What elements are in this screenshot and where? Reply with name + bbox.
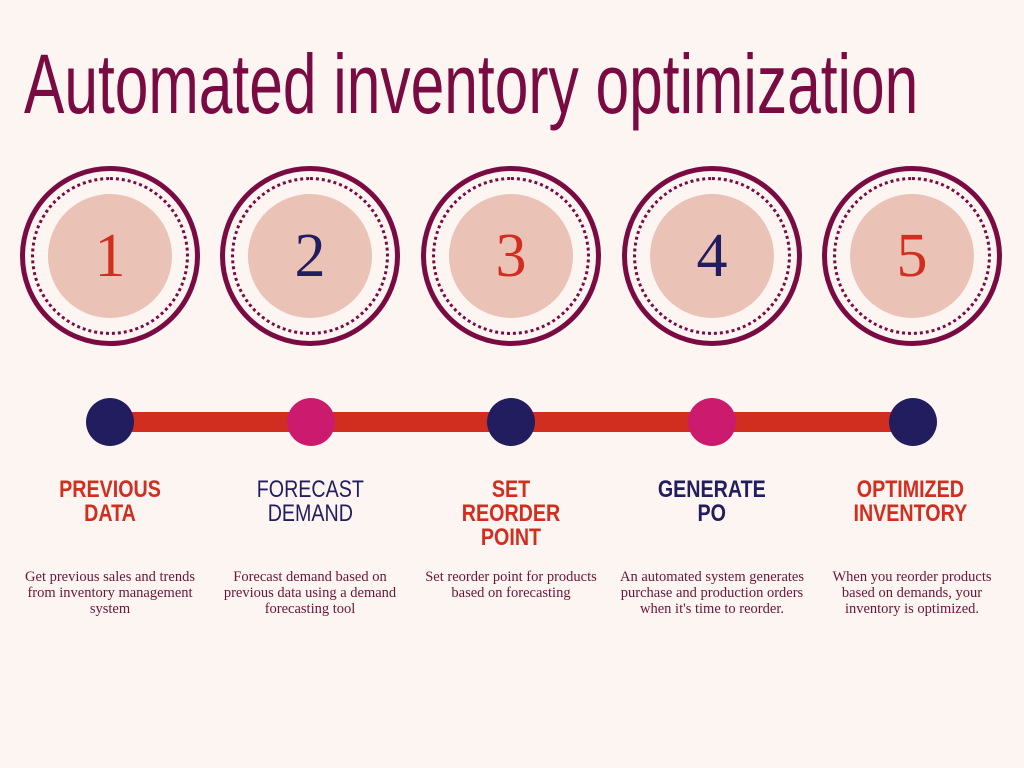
heading-text: FORECAST DEMAND (256, 476, 364, 527)
heading-text: GENERATE PO (658, 476, 766, 527)
step-number: 3 (495, 222, 527, 290)
inner-circle: 2 (248, 194, 372, 318)
step-3-heading: SET REORDER POINT (421, 478, 601, 550)
dotted-ring (231, 177, 389, 335)
step-2-description: Forecast demand based on previous data u… (223, 569, 397, 617)
step-3-badge: 3 (421, 166, 601, 346)
step-1-description: Get previous sales and trends from inven… (25, 569, 195, 617)
dotted-ring (432, 177, 590, 335)
heading-text: SET REORDER POINT (461, 476, 561, 551)
dotted-ring (31, 177, 189, 335)
step-1-badge: 1 (20, 166, 200, 346)
timeline-node-5 (889, 398, 937, 446)
step-number: 1 (94, 222, 126, 290)
step-1-heading: PREVIOUS DATA (20, 478, 200, 526)
step-2-badge: 2 (220, 166, 400, 346)
step-2-heading: FORECAST DEMAND (220, 478, 400, 526)
step-3-description: Set reorder point for products based on … (425, 569, 597, 601)
page-title: Automated inventory optimization (24, 37, 919, 131)
step-4-description: An automated system generates purchase a… (620, 569, 805, 617)
step-4-heading: GENERATE PO (622, 478, 802, 526)
inner-circle: 4 (650, 194, 774, 318)
step-number: 4 (696, 222, 728, 290)
step-4-badge: 4 (622, 166, 802, 346)
timeline-node-3 (487, 398, 535, 446)
dotted-ring (633, 177, 791, 335)
heading-text: PREVIOUS DATA (59, 476, 161, 527)
step-5-badge: 5 (822, 166, 1002, 346)
timeline-node-4 (688, 398, 736, 446)
timeline-node-2 (287, 398, 335, 446)
step-5-description: When you reorder products based on deman… (832, 569, 992, 617)
inner-circle: 5 (850, 194, 974, 318)
heading-text: OPTIMIZED INVENTORY (853, 476, 967, 527)
inner-circle: 1 (48, 194, 172, 318)
timeline-node-1 (86, 398, 134, 446)
step-number: 2 (294, 222, 326, 290)
inner-circle: 3 (449, 194, 573, 318)
dotted-ring (833, 177, 991, 335)
step-number: 5 (896, 222, 928, 290)
step-5-heading: OPTIMIZED INVENTORY (820, 478, 1000, 526)
